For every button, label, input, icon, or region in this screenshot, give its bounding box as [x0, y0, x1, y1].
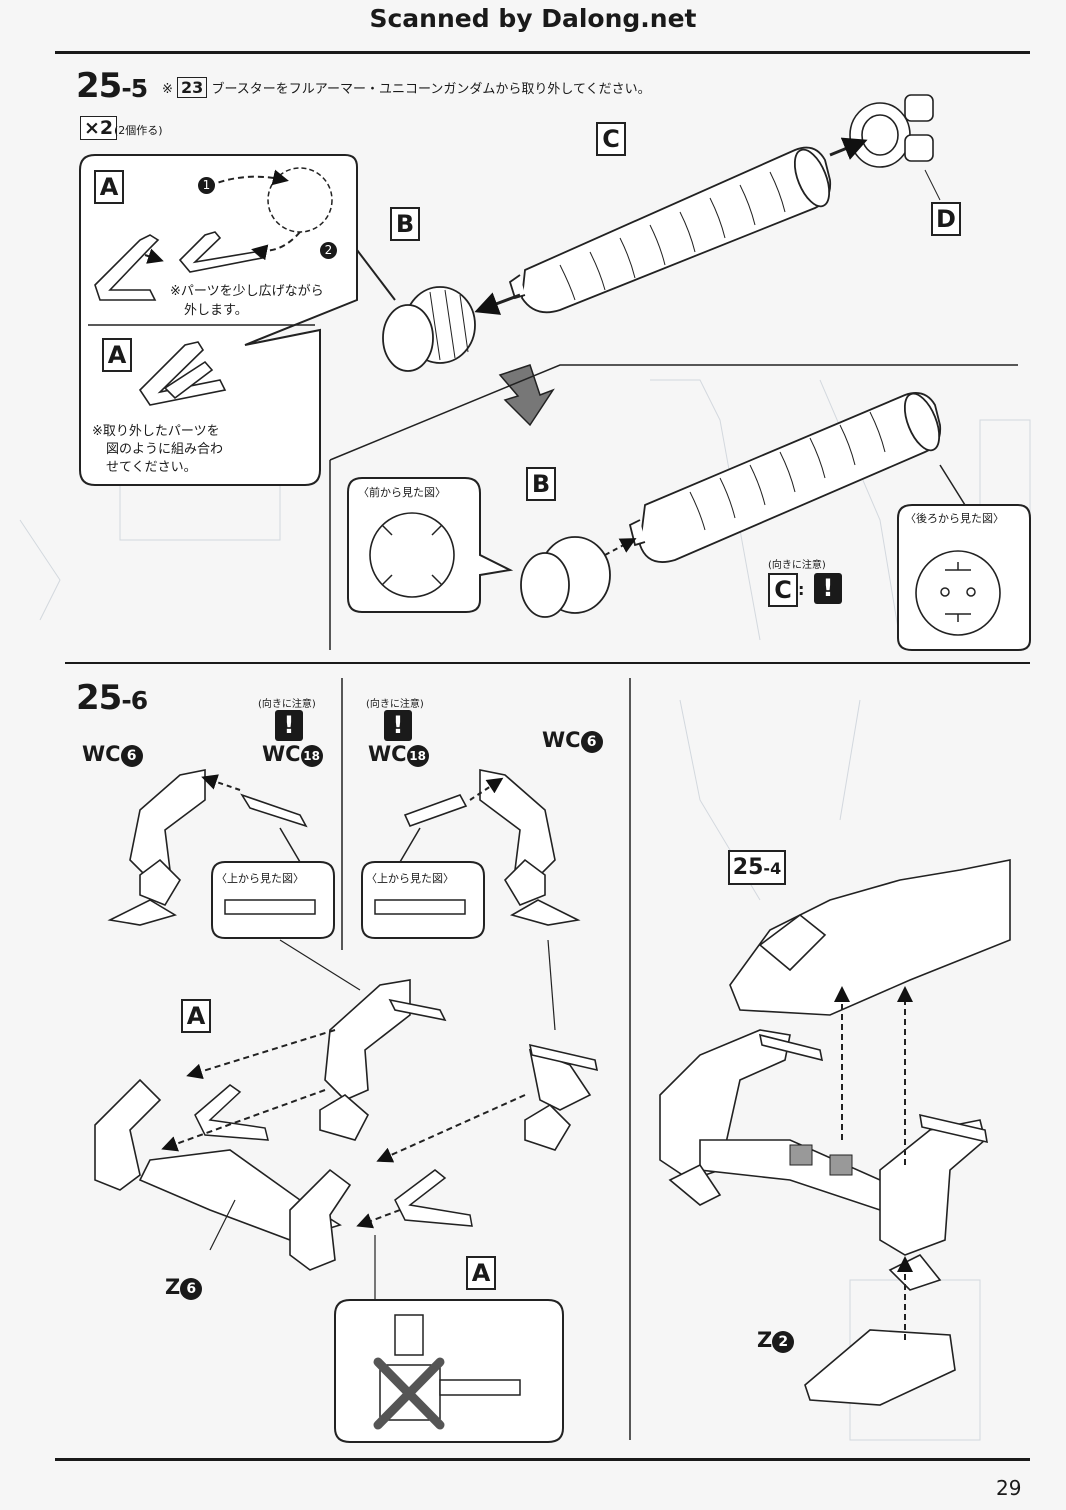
part-number: 6: [580, 731, 603, 753]
note-line: 外します。: [184, 303, 248, 318]
part-series: WC: [542, 728, 581, 752]
rear-view-caption: 〈後ろから見た図〉: [905, 512, 1004, 525]
label-separator: :: [798, 580, 805, 599]
step-number-sub: -6: [121, 686, 148, 715]
multiplier-note: (2個作る): [114, 124, 163, 137]
front-view-caption: 〈前から見た図〉: [358, 486, 446, 499]
part-number: 2: [772, 1331, 795, 1353]
part-label-b-lower: B: [526, 467, 556, 501]
step-reference-sub: -4: [763, 859, 782, 878]
part-label-c: C: [596, 122, 626, 156]
step-number-25-6: 25-6: [76, 678, 148, 718]
part-series: WC: [262, 742, 301, 766]
caution-icon-left: !: [275, 710, 303, 741]
step-reference-25-4: 25-4: [728, 850, 786, 885]
page-number: 29: [996, 1476, 1022, 1500]
part-label-a-upper: A: [181, 999, 211, 1033]
orientation-note-left: (向きに注意): [258, 699, 316, 710]
step-number-main: 25: [76, 678, 122, 718]
part-label-d: D: [931, 202, 961, 236]
orientation-note-right: (向きに注意): [366, 699, 424, 710]
part-series: WC: [368, 742, 407, 766]
part-label-a-top: A: [94, 170, 124, 204]
note-line: ※取り外したパーツを: [92, 424, 220, 439]
part-label-c-lower: C: [768, 573, 798, 607]
part-label-a-bottom: A: [102, 338, 132, 372]
note-line: ※パーツを少し広げながら: [170, 284, 324, 299]
part-series: WC: [82, 742, 121, 766]
step-2-number: 2: [320, 242, 337, 259]
part-label-a-lower: A: [466, 1256, 496, 1290]
top-view-caption-left: 〈上から見た図〉: [216, 872, 304, 885]
step-number-25-5: 25-5: [76, 66, 148, 106]
part-number: 6: [120, 745, 143, 767]
step-2-marker: 2: [320, 240, 337, 259]
instruction-part-number: 23: [177, 77, 208, 98]
part-series: Z: [757, 1328, 773, 1352]
part-number: 18: [406, 745, 429, 767]
caution-icon: !: [814, 573, 842, 604]
part-number: 6: [180, 1278, 203, 1300]
scan-credit: Scanned by Dalong.net: [369, 4, 697, 33]
instruction-text: ブースターをフルアーマー・ユニコーンガンダムから取り外してください。: [211, 82, 651, 97]
part-number: 18: [300, 745, 323, 767]
step-number-main: 25: [76, 66, 122, 106]
part-series: Z: [165, 1275, 181, 1299]
detail-note-2: ※取り外したパーツを 図のように組み合わ せてください。: [92, 423, 223, 477]
detail-note-1: ※パーツを少し広げながら 外します。: [170, 282, 324, 320]
top-view-caption-right: 〈上から見た図〉: [366, 872, 454, 885]
step-1-number: 1: [198, 177, 215, 194]
orientation-note: (向きに注意): [768, 560, 826, 571]
note-mark: ※: [162, 82, 173, 97]
step-reference-main: 25: [732, 855, 764, 880]
step-instruction: ※ 23 ブースターをフルアーマー・ユニコーンガンダムから取り外してください。: [162, 77, 651, 98]
note-line: 図のように組み合わ: [106, 442, 224, 457]
step-number-sub: -5: [121, 74, 148, 103]
part-label-b: B: [390, 207, 420, 241]
caution-icon-right: !: [384, 710, 412, 741]
note-line: せてください。: [106, 460, 197, 475]
multiplier-badge: ×2: [80, 116, 118, 140]
step-1-marker: 1: [198, 175, 215, 194]
